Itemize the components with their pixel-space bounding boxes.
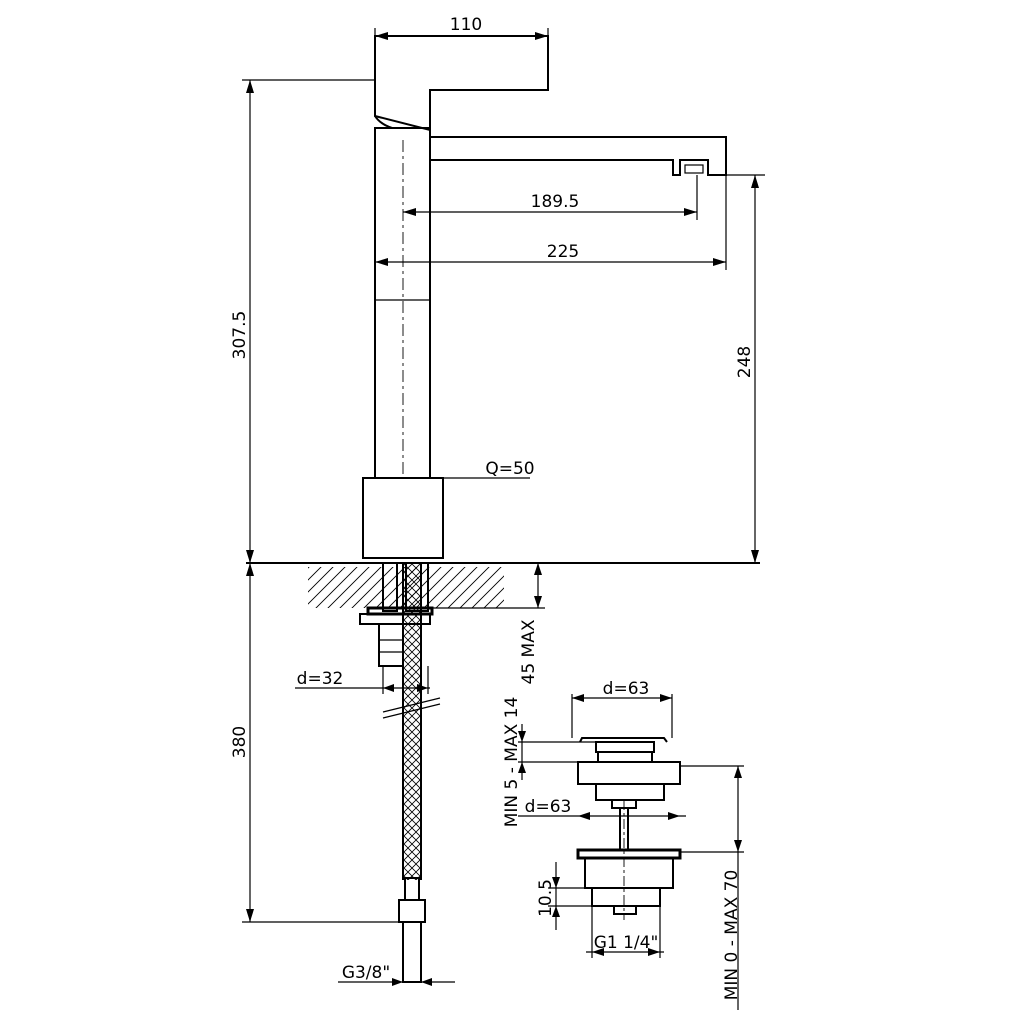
dim-label-189-5: 189.5 <box>531 192 580 212</box>
waste-drain <box>576 737 682 920</box>
dim-deck-thickness: 45 MAX <box>519 563 542 684</box>
dim-label-10-5: 10.5 <box>536 879 556 917</box>
dim-label-d32: d=32 <box>297 669 344 689</box>
dim-label-307-5: 307.5 <box>230 311 250 360</box>
dim-basin-thickness: MIN 0 - MAX 70 <box>680 765 744 1010</box>
dim-label-d63-lower: d=63 <box>525 797 572 817</box>
dim-label-248: 248 <box>735 346 755 378</box>
dim-label-d63-top: d=63 <box>603 679 650 699</box>
dim-label-110: 110 <box>450 15 482 35</box>
dim-hose-length: 380 <box>230 563 405 923</box>
dim-handle-width: 110 <box>374 15 549 42</box>
dim-spout-reach: 225 <box>375 175 727 270</box>
deck-section <box>308 567 545 609</box>
dim-label-225: 225 <box>547 242 579 262</box>
dim-shank-diameter: d=32 <box>295 666 430 694</box>
dim-waste-cap-diameter: d=63 <box>571 679 673 738</box>
dim-waste-flange-diameter: d=63 <box>518 797 686 820</box>
dim-cap-lift: MIN 5 - MAX 14 <box>502 697 596 828</box>
dim-label-q50: Q=50 <box>485 459 534 479</box>
dim-spout-height: 248 <box>708 174 765 563</box>
dim-label-g114: G1 1/4" <box>594 933 659 953</box>
dim-total-height: 307.5 <box>230 79 375 563</box>
flexible-hose <box>382 563 441 983</box>
dim-spout-reach-aerator: 189.5 <box>403 175 698 220</box>
dim-label-g38: G3/8" <box>342 963 390 983</box>
dim-waste-body-height: 10.5 <box>536 862 592 930</box>
dim-connection-thread: G3/8" <box>338 963 455 986</box>
dim-label-45-max: 45 MAX <box>519 619 539 684</box>
faucet-body <box>362 35 727 559</box>
dim-label-380: 380 <box>230 726 250 758</box>
dim-body-size: Q=50 <box>430 459 535 479</box>
dim-label-cap-lift: MIN 5 - MAX 14 <box>502 697 522 828</box>
dim-waste-thread: G1 1/4" <box>586 906 664 958</box>
dim-label-basin-thickness: MIN 0 - MAX 70 <box>722 870 742 1001</box>
